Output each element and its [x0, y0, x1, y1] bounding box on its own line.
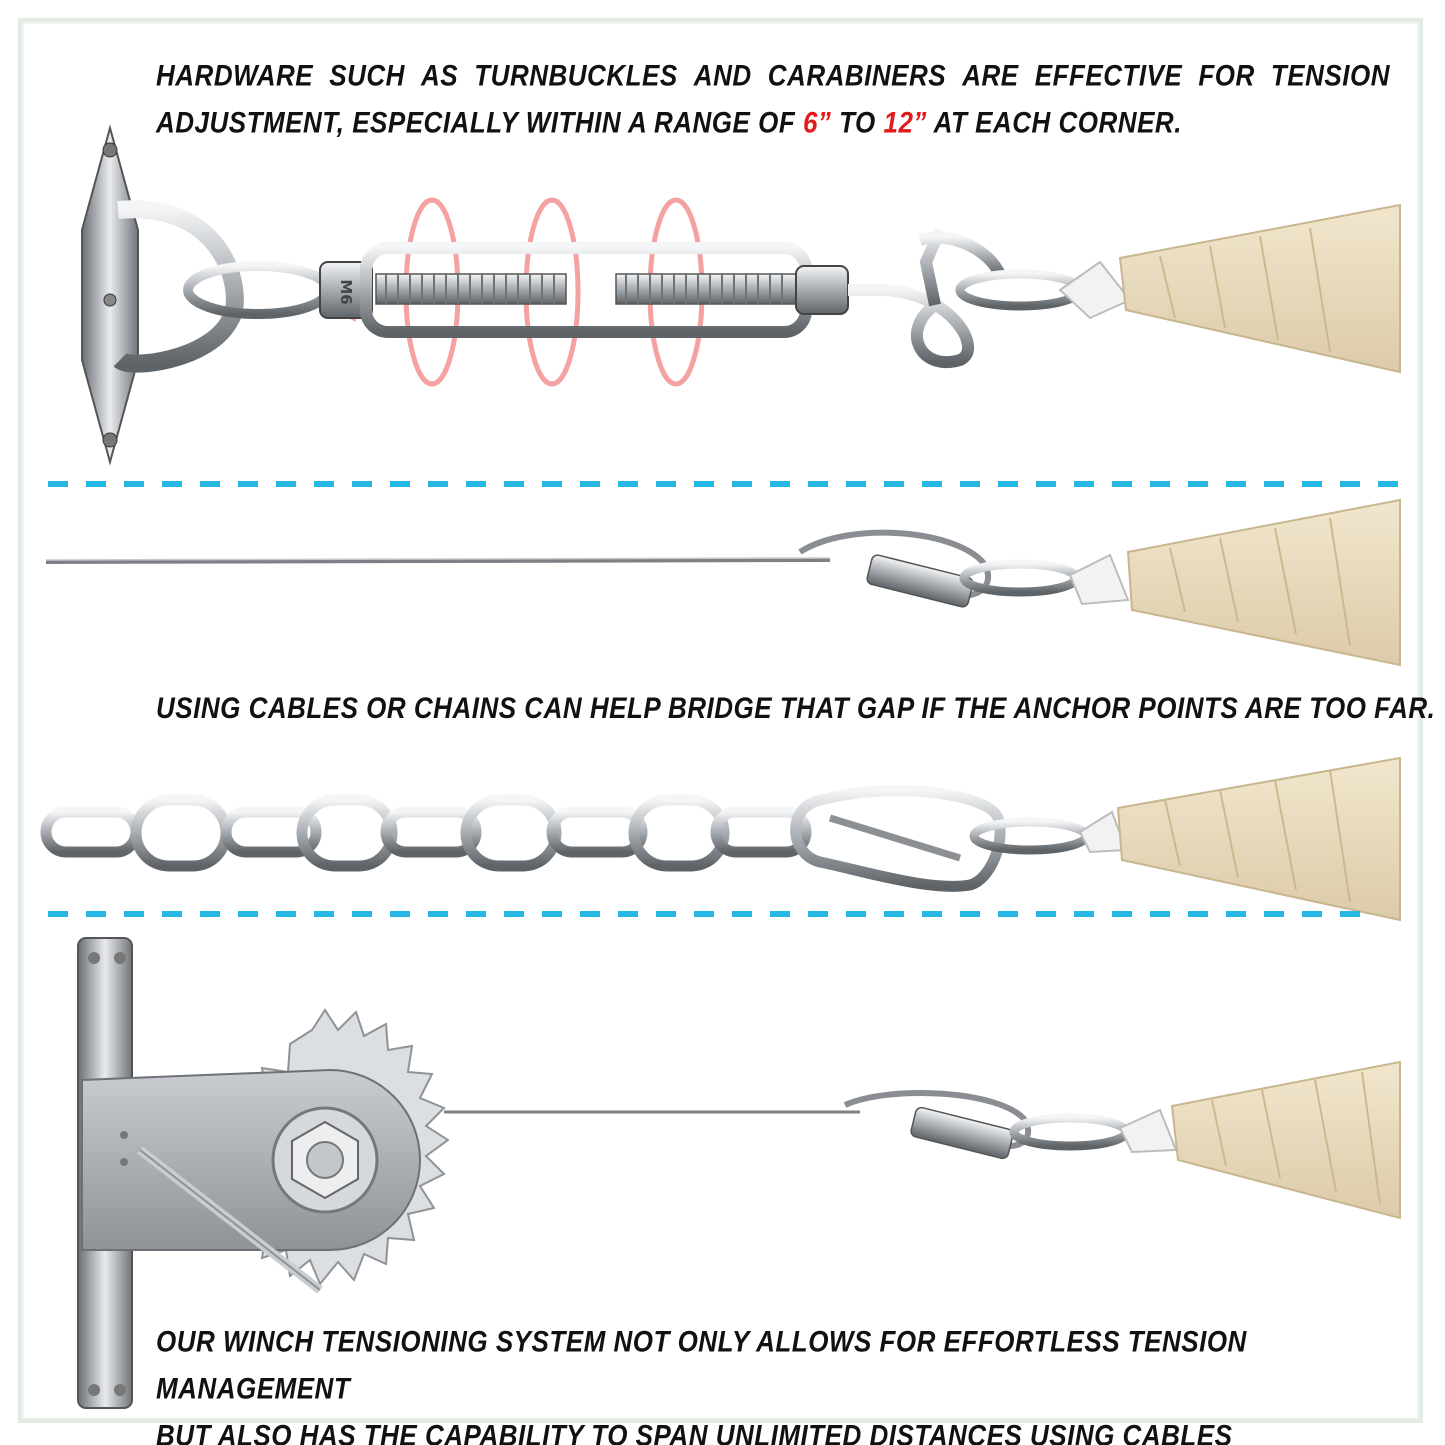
caption-word: AND: [693, 57, 752, 93]
caption-word: CARABINERS: [767, 57, 947, 93]
caption-word: SUCH: [329, 57, 405, 93]
shade-sail-corner-icon: [1058, 203, 1401, 374]
caption-text: ADJUSTMENT, ESPECIALLY WITHIN A RANGE OF: [156, 104, 803, 140]
caption-top-line1: HARDWARE SUCH AS TURNBUCKLES AND CARABIN…: [156, 52, 1390, 99]
caption-word: ARE: [962, 57, 1019, 93]
wall-plate-top: [81, 124, 244, 466]
caption-text: TO: [831, 104, 884, 140]
turnbuckle-icon: M6: [183, 227, 1085, 368]
outer-frame: [18, 18, 1423, 1423]
ratchet-winch-icon: [77, 937, 1401, 1409]
caption-middle: USING CABLES OR CHAINS CAN HELP BRIDGE T…: [156, 690, 1436, 725]
chain-icon: [40, 794, 812, 872]
caption-bottom-line1: OUR WINCH TENSIONING SYSTEM NOT ONLY ALL…: [156, 1323, 1247, 1406]
turnbuckle-marking: M6: [337, 279, 355, 304]
caption-word: EFFECTIVE: [1034, 57, 1183, 93]
caption-top: HARDWARE SUCH AS TURNBUCKLES AND CARABIN…: [156, 52, 1390, 146]
caption-word: AS: [421, 57, 459, 93]
range-max-value: 12”: [883, 104, 927, 140]
wire-cable-icon: [45, 498, 1401, 667]
caption-word: FOR: [1198, 57, 1255, 93]
caption-bottom-line2: BUT ALSO HAS THE CAPABILITY TO SPAN UNLI…: [156, 1418, 1233, 1445]
caption-bottom: OUR WINCH TENSIONING SYSTEM NOT ONLY ALL…: [156, 1318, 1445, 1445]
caption-word: TENSION: [1270, 57, 1390, 93]
caption-text: AT EACH CORNER.: [926, 104, 1182, 140]
range-min-value: 6”: [802, 104, 832, 140]
caption-word: HARDWARE: [156, 57, 314, 93]
caption-top-line2: ADJUSTMENT, ESPECIALLY WITHIN A RANGE OF…: [156, 99, 1390, 146]
caption-word: TURNBUCKLES: [474, 57, 678, 93]
carabiner-icon: [790, 756, 1401, 922]
